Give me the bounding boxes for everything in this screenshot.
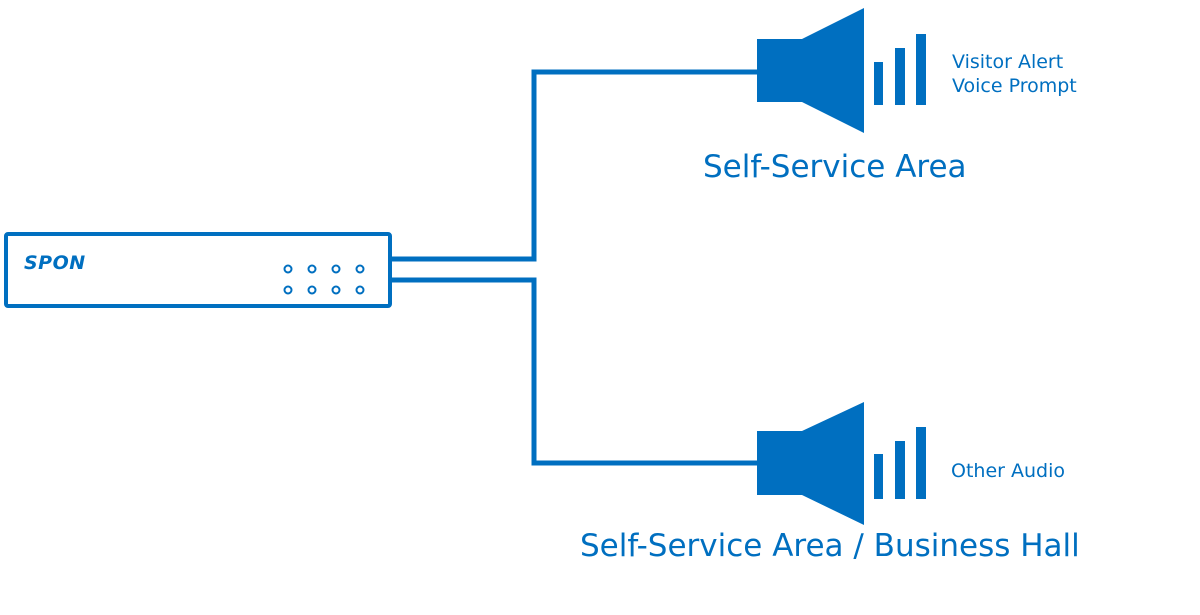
device-leds bbox=[283, 264, 365, 295]
speaker-note-line: Other Audio bbox=[951, 460, 1065, 482]
connection-line-top bbox=[390, 69, 758, 262]
device-body bbox=[4, 232, 392, 308]
sound-bar bbox=[895, 48, 905, 105]
led bbox=[307, 285, 317, 295]
speaker-icon bbox=[757, 402, 926, 525]
speaker-note-line: Voice Prompt bbox=[952, 75, 1077, 97]
sound-bar bbox=[874, 62, 883, 105]
brand-logo: SPON bbox=[24, 252, 86, 274]
sound-bar bbox=[916, 427, 926, 499]
led bbox=[307, 264, 317, 274]
speaker-body bbox=[757, 8, 864, 133]
speaker-note-line: Visitor Alert bbox=[952, 51, 1064, 73]
amplifier-device-icon bbox=[4, 232, 392, 308]
led bbox=[283, 264, 293, 274]
led bbox=[283, 285, 293, 295]
area-label: Self-Service Area bbox=[703, 149, 967, 185]
led bbox=[355, 285, 365, 295]
sound-bar bbox=[874, 454, 883, 499]
speaker-icon bbox=[757, 8, 926, 133]
sound-bar bbox=[895, 441, 905, 499]
sound-bar bbox=[916, 34, 926, 105]
led bbox=[331, 264, 341, 274]
area-label: Self-Service Area / Business Hall bbox=[580, 528, 1080, 564]
connection-line-bottom bbox=[390, 277, 758, 466]
speaker-body bbox=[757, 402, 864, 525]
led bbox=[331, 285, 341, 295]
led bbox=[355, 264, 365, 274]
